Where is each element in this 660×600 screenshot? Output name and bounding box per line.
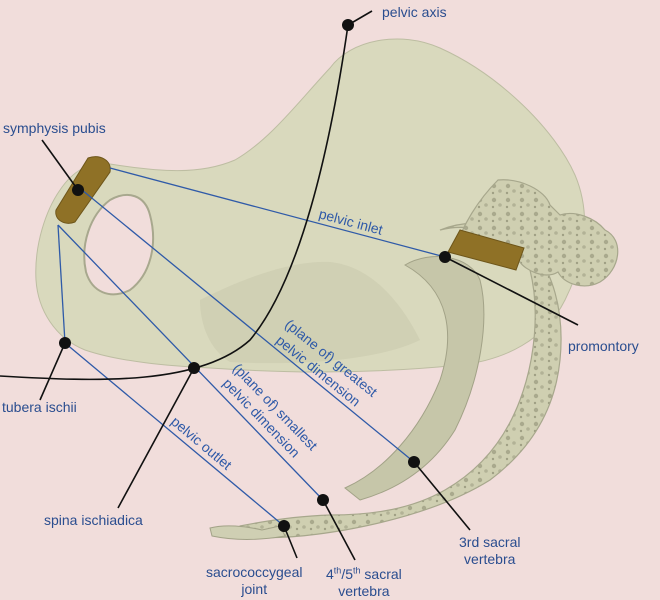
promontory-disc <box>447 229 525 271</box>
dot-v45 <box>317 494 329 506</box>
leader-tubera <box>39 342 66 401</box>
greatest-dimension-line <box>81 189 415 463</box>
sacrococcygeal-joint-label: sacrococcygeal joint <box>206 564 303 598</box>
v45-sacral-vertebra-label: 4th/5th sacral vertebra <box>326 566 402 600</box>
tuber-to-symphysis-line <box>57 224 66 344</box>
pelvic-axis-label: pelvic axis <box>382 4 447 20</box>
dot-symphysis <box>72 184 84 196</box>
leader-symphysis <box>41 139 79 191</box>
sacrococcygeal-label-line2: joint <box>241 581 268 597</box>
leader-promontory <box>444 256 579 326</box>
coccyx <box>209 525 286 540</box>
pelvic-axis-curve <box>0 24 349 381</box>
dot-tubera <box>59 337 71 349</box>
smallest-dimension-line <box>57 224 324 501</box>
v3-sacral-vertebra-label: 3rd sacral vertebra <box>459 534 520 568</box>
v45-label-line2: vertebra <box>338 583 390 599</box>
pelvic-plane-lines <box>57 167 446 527</box>
pelvic-outlet-line <box>64 342 285 527</box>
pelvic-inlet-line <box>109 167 446 258</box>
dot-promontory <box>439 251 451 263</box>
dot-v3 <box>408 456 420 468</box>
leader-v3 <box>413 461 471 531</box>
leader-lines <box>39 10 579 561</box>
leader-spina <box>117 367 195 509</box>
dot-sacrococcygeal <box>278 520 290 532</box>
tubera-ischii-label: tubera ischii <box>2 399 77 415</box>
dot-pelvic-axis <box>342 19 354 31</box>
landmark-points <box>59 19 451 532</box>
leader-v45 <box>322 499 356 561</box>
promontory-label: promontory <box>568 338 639 354</box>
dot-spina <box>188 362 200 374</box>
v45-label-line1: 4th/5th sacral <box>326 565 402 582</box>
v3-label-line1: 3rd sacral <box>459 534 521 550</box>
hip-bone-shadow <box>200 261 420 364</box>
sacral-body-column <box>344 256 485 501</box>
sacrococcygeal-label-line1: sacrococcygeal <box>206 564 303 580</box>
pelvic-outlet-label: pelvic outlet <box>168 413 235 473</box>
symphysis-pubis-label: symphysis pubis <box>3 120 106 136</box>
spina-ischiadica-label: spina ischiadica <box>44 512 143 528</box>
v3-label-line2: vertebra <box>464 551 516 567</box>
